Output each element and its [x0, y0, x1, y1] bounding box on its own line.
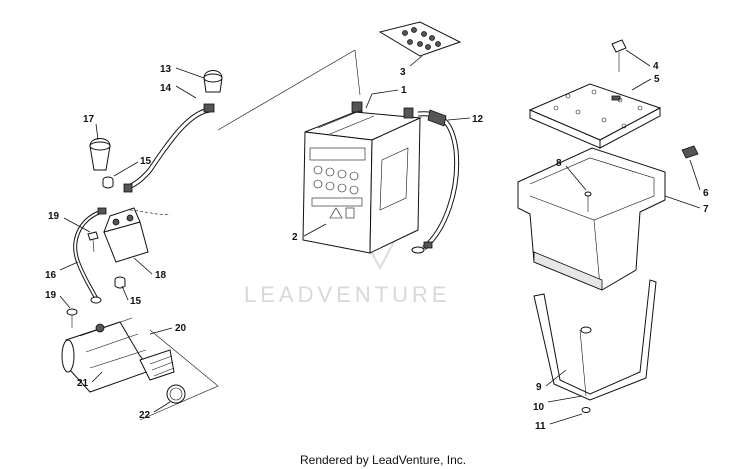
callout-5: 5 — [631, 74, 660, 91]
svg-text:2: 2 — [292, 232, 298, 243]
positive-battery-cable — [411, 109, 460, 254]
callout-20: 20 — [149, 323, 187, 335]
svg-text:20: 20 — [175, 323, 187, 334]
svg-text:1: 1 — [401, 85, 407, 96]
callout-21: 21 — [77, 371, 103, 389]
tray-fastener — [584, 191, 592, 212]
svg-text:10: 10 — [533, 402, 545, 413]
starter-solenoid — [103, 207, 171, 263]
bolt-19-lower — [66, 308, 78, 328]
callout-18: 18 — [133, 257, 167, 281]
bolt-19-upper — [87, 231, 99, 253]
callout-14: 14 — [160, 83, 197, 99]
battery-tray — [517, 147, 666, 291]
callout-15-lower: 15 — [121, 285, 142, 307]
svg-text:16: 16 — [45, 270, 57, 281]
callout-19-lower: 19 — [45, 290, 71, 309]
svg-text:19: 19 — [45, 290, 57, 301]
watermark-text: LEADVENTURE — [244, 282, 451, 307]
callout-12: 12 — [447, 114, 484, 125]
svg-text:17: 17 — [83, 114, 95, 125]
callout-17: 17 — [83, 114, 99, 141]
battery-cover — [528, 83, 662, 149]
assembly-guide-line — [217, 49, 361, 131]
callout-8: 8 — [556, 158, 587, 191]
svg-text:4: 4 — [653, 61, 659, 72]
svg-text:22: 22 — [139, 410, 151, 421]
callout-16: 16 — [45, 261, 79, 281]
svg-text:12: 12 — [472, 114, 484, 125]
svg-text:14: 14 — [160, 83, 172, 94]
callout-6: 6 — [689, 159, 709, 199]
callout-1: 1 — [365, 85, 407, 109]
callout-3: 3 — [400, 55, 423, 78]
svg-text:3: 3 — [400, 67, 406, 78]
svg-text:21: 21 — [77, 378, 89, 389]
callout-7: 7 — [664, 195, 709, 215]
callout-11: 11 — [535, 413, 583, 432]
callout-22: 22 — [139, 401, 171, 421]
callout-13: 13 — [160, 64, 205, 79]
callout-10: 10 — [533, 395, 583, 413]
battery — [302, 101, 422, 254]
svg-text:6: 6 — [703, 188, 709, 199]
cover-bolt — [611, 39, 627, 72]
svg-text:5: 5 — [654, 74, 660, 85]
latch — [681, 145, 699, 159]
nut-15-lower — [114, 276, 126, 289]
callout-2: 2 — [292, 223, 327, 243]
svg-text:11: 11 — [535, 421, 546, 432]
callout-15-upper: 15 — [113, 156, 152, 177]
svg-text:13: 13 — [160, 64, 172, 75]
starter-guide-line — [139, 329, 219, 421]
battery-cable-14 — [123, 103, 215, 193]
svg-text:15: 15 — [140, 156, 152, 167]
terminal-boot-17 — [89, 138, 111, 171]
render-credit: Rendered by LeadVenture, Inc. — [300, 453, 466, 467]
o-ring — [166, 384, 186, 404]
starter-motor — [61, 317, 175, 393]
callout-19-upper: 19 — [48, 211, 91, 233]
hold-down-strap — [533, 279, 657, 413]
svg-text:7: 7 — [703, 204, 709, 215]
svg-text:18: 18 — [155, 270, 167, 281]
svg-text:9: 9 — [536, 382, 542, 393]
watermark-logo: LEADVENTURE — [244, 239, 451, 307]
svg-text:15: 15 — [130, 296, 142, 307]
battery-hardware-kit — [378, 21, 462, 57]
callout-9: 9 — [536, 369, 567, 393]
terminal-boot-13 — [203, 70, 223, 93]
svg-text:8: 8 — [556, 158, 562, 169]
starter-cable-16 — [73, 207, 107, 304]
callout-4: 4 — [625, 49, 659, 72]
nut-15-upper — [102, 176, 114, 189]
svg-text:19: 19 — [48, 211, 60, 222]
